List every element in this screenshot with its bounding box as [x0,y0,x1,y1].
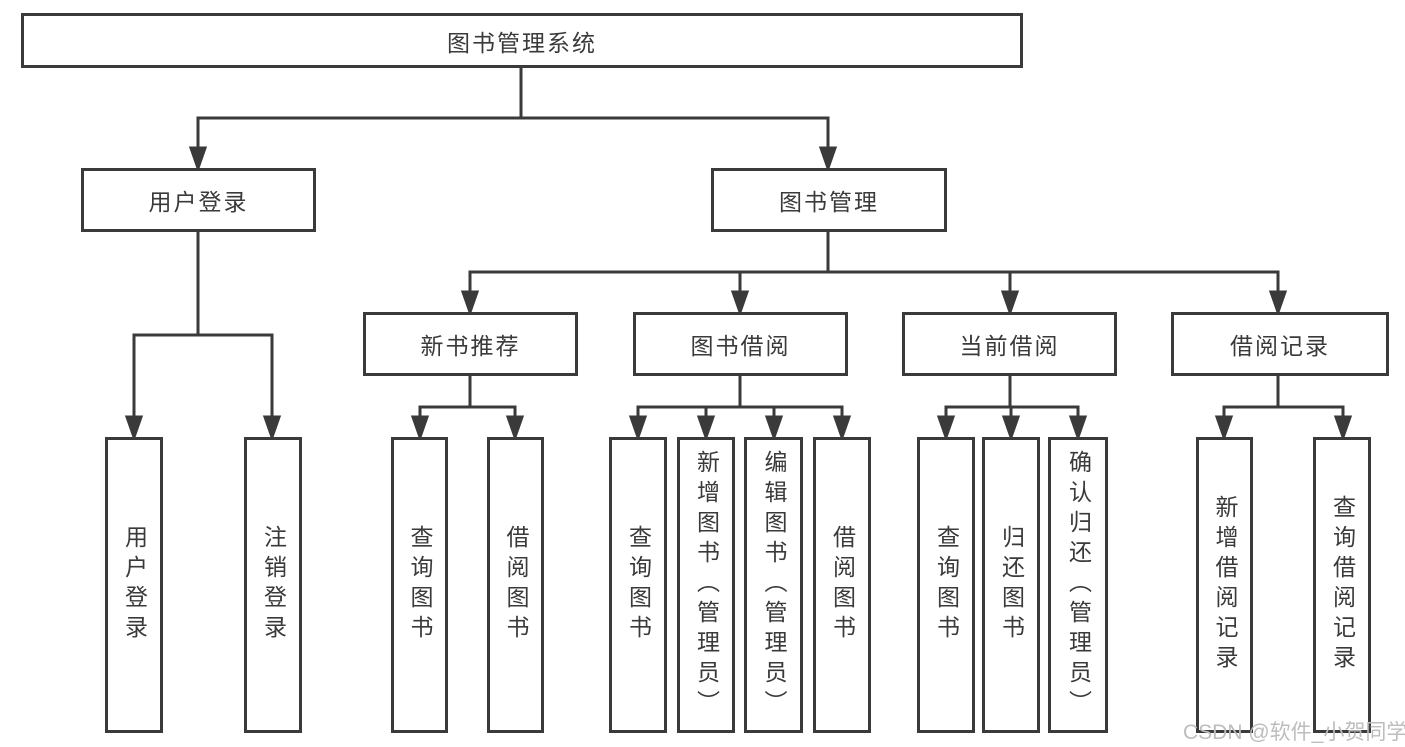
leaf-borrow-books: 借阅图书 [487,437,544,733]
leaf-label: 查询图书 [933,525,960,645]
leaf-label: 查询图书 [625,525,652,645]
leaf-edit-books-admin: 编辑图书（管理员） [744,437,803,733]
leaf-label: 确认归还（管理员） [1065,450,1092,720]
node-borrowing-records: 借阅记录 [1171,312,1389,376]
leaf-label: 注销登录 [260,525,287,645]
node-label: 图书借阅 [690,333,791,359]
leaf-label: 借阅图书 [829,525,856,645]
arrowhead-icon [936,415,956,442]
leaf-user-login: 用户登录 [105,437,163,733]
leaf-add-borrow-record: 新增借阅记录 [1196,437,1253,733]
csdn-watermark: CSDN @软件_小贺同学 [1183,721,1405,744]
leaf-borrow-books: 借阅图书 [813,437,871,733]
arrowhead-icon [818,146,838,173]
leaf-label: 查询图书 [407,525,433,645]
leaf-label: 新增借阅记录 [1212,495,1238,675]
arrowhead-icon [832,415,852,442]
leaf-label: 用户登录 [121,525,148,645]
leaf-query-books: 查询图书 [917,437,975,733]
arrowhead-icon [1333,415,1353,442]
node-book-borrowing: 图书借阅 [633,312,848,376]
leaf-label: 新增图书（管理员） [693,450,720,720]
leaf-query-books: 查询图书 [609,437,667,733]
leaf-label: 借阅图书 [503,525,529,645]
leaf-confirm-return-admin: 确认归还（管理员） [1048,437,1108,733]
leaf-return-books: 归还图书 [982,437,1040,733]
arrowhead-icon [764,415,784,442]
node-label: 新书推荐 [420,333,521,359]
arrowhead-icon [410,415,430,442]
node-label: 图书管理系统 [447,29,597,56]
arrowhead-icon [505,415,525,442]
leaf-add-books-admin: 新增图书（管理员） [677,437,735,733]
node-label: 用户登录 [148,189,249,215]
leaf-logout: 注销登录 [244,437,302,733]
node-new-book-recommend: 新书推荐 [363,312,578,376]
arrowhead-icon [124,415,144,442]
arrowhead-icon [188,146,208,173]
leaf-label: 查询借阅记录 [1329,495,1356,675]
arrowhead-icon [696,415,716,442]
arrowhead-icon [1001,415,1021,442]
arrowhead-icon [262,415,282,442]
leaf-query-borrow-record: 查询借阅记录 [1313,437,1371,733]
arrowhead-icon [1214,415,1234,442]
leaf-label: 归还图书 [998,525,1025,645]
leaf-label: 编辑图书（管理员） [761,450,787,720]
node-label: 当前借阅 [959,333,1060,359]
node-label: 图书管理 [779,189,879,215]
arrowhead-icon [628,415,648,442]
node-user-login: 用户登录 [81,168,316,232]
arrowhead-icon [1068,415,1088,442]
arrowhead-icon [730,290,750,317]
node-current-borrowing: 当前借阅 [902,312,1117,376]
node-library-management-system: 图书管理系统 [21,13,1023,68]
arrowhead-icon [1000,290,1020,317]
node-book-management: 图书管理 [711,168,947,232]
arrowhead-icon [460,290,480,317]
node-label: 借阅记录 [1230,333,1330,359]
arrowhead-icon [1268,290,1288,317]
leaf-query-books: 查询图书 [391,437,448,733]
